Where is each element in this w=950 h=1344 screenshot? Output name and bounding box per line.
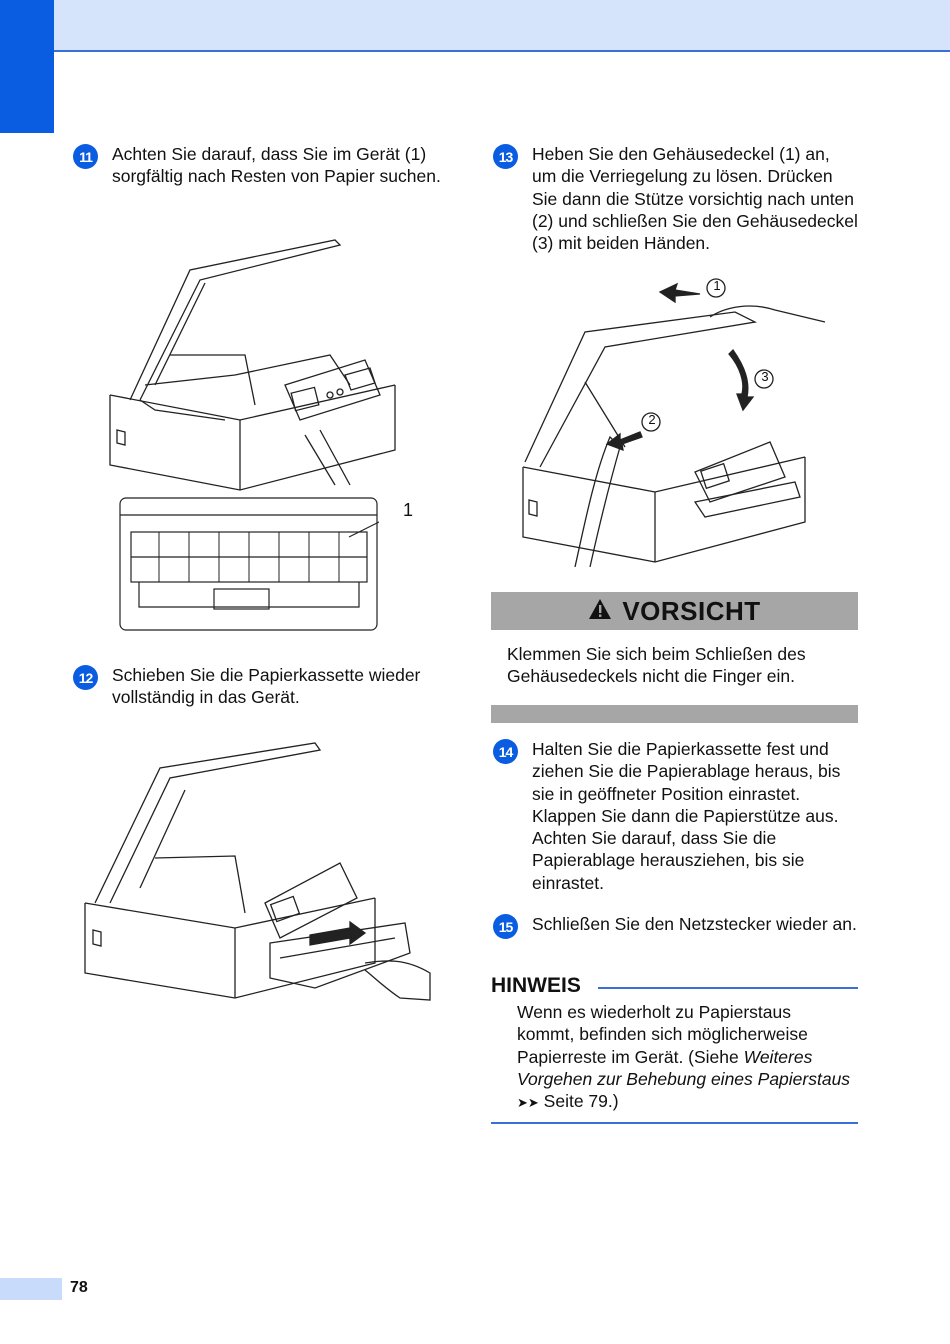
note-text-before: Wenn es wiederholt zu Papierstaus kommt,… xyxy=(517,1002,808,1067)
note-bottom-divider xyxy=(491,1122,858,1124)
callout-3: 3 xyxy=(761,369,769,384)
step-11: 11 Achten Sie darauf, dass Sie im Gerät … xyxy=(73,143,443,188)
step-text: Achten Sie darauf, dass Sie im Gerät (1)… xyxy=(112,144,441,187)
note-reference-link[interactable]: Weiteres Vorgehen zur Behebung eines Pap… xyxy=(517,1046,851,1089)
caution-title: VORSICHT xyxy=(622,595,761,626)
callout-1: 1 xyxy=(713,278,721,293)
step-text: Schließen Sie den Netzstecker wieder an. xyxy=(532,914,857,934)
header-band xyxy=(0,0,950,52)
page-number-tab xyxy=(0,1278,62,1300)
step-15: 15 Schließen Sie den Netzstecker wieder … xyxy=(493,913,858,939)
callout-1: 1 xyxy=(403,500,414,520)
step-text: Heben Sie den Gehäusedeckel (1) an, um d… xyxy=(532,144,858,254)
page-number: 78 xyxy=(70,1279,88,1296)
callout-2: 2 xyxy=(648,412,656,427)
caution-text: Klemmen Sie sich beim Schließen des Gehä… xyxy=(507,644,806,687)
printer-open-scanner-illustration xyxy=(95,235,425,495)
caution-header: VORSICHT xyxy=(491,592,858,630)
step-number-badge: 11 xyxy=(73,144,98,169)
paper-path-detail-illustration xyxy=(119,497,379,632)
step-number-badge: 15 xyxy=(493,914,518,939)
note-text-after: Seite 79.) xyxy=(538,1091,619,1112)
step-12: 12 Schieben Sie die Papierkassette wiede… xyxy=(73,664,443,709)
arrow-icon: ➤➤ xyxy=(517,1095,539,1111)
step-text: Schieben Sie die Papierkassette wieder v… xyxy=(112,665,421,708)
step-text: Halten Sie die Papierkassette fest und z… xyxy=(532,739,841,893)
note-text: Wenn es wiederholt zu Papierstaus kommt,… xyxy=(517,1001,852,1114)
insert-paper-tray-illustration xyxy=(75,738,435,1003)
caution-footer-bar xyxy=(491,705,858,723)
step-14: 14 Halten Sie die Papierkassette fest un… xyxy=(493,738,858,894)
note-heading: HINWEIS xyxy=(491,974,581,997)
warning-triangle-icon xyxy=(588,598,612,625)
note-divider xyxy=(598,987,858,989)
step-number-badge: 12 xyxy=(73,665,98,690)
chapter-tab xyxy=(0,0,54,133)
step-number-badge: 13 xyxy=(493,144,518,169)
step-number-badge: 14 xyxy=(493,739,518,764)
step-13: 13 Heben Sie den Gehäusedeckel (1) an, u… xyxy=(493,143,858,254)
close-scanner-cover-illustration xyxy=(515,272,835,567)
